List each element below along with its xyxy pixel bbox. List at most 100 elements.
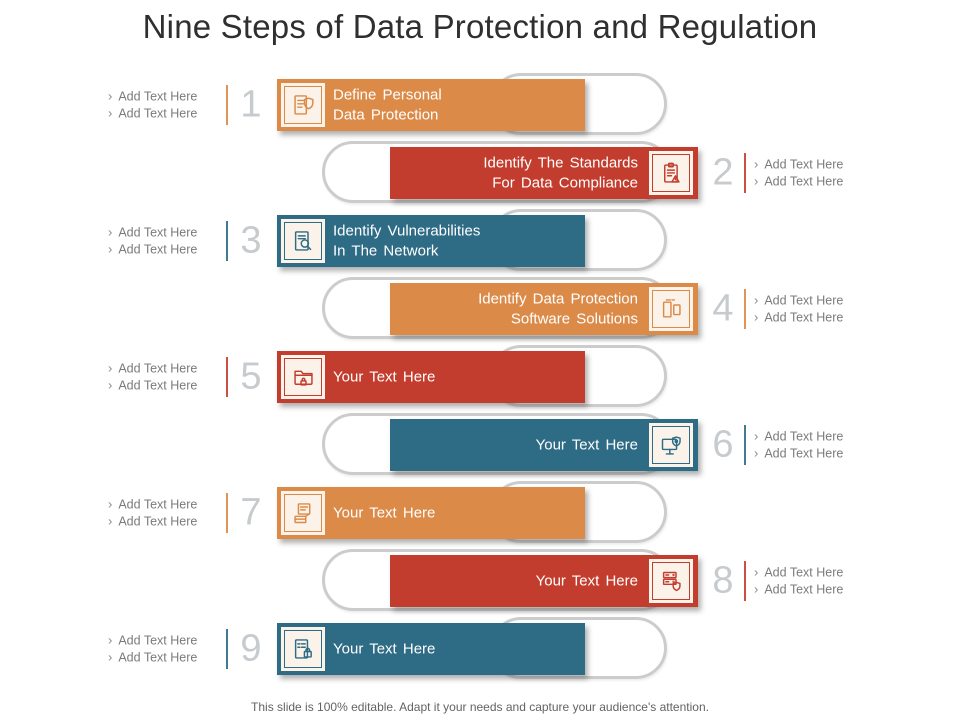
number-divider — [226, 493, 228, 533]
add-text-label: Add Text Here — [764, 565, 844, 580]
step-row: Your Text Here 9 ›Add Text Here›Add Text… — [0, 615, 960, 683]
add-text-placeholder[interactable]: ›Add Text Here — [108, 105, 197, 122]
monitor-shield-icon — [652, 426, 690, 464]
add-text-label: Add Text Here — [764, 157, 844, 172]
footer-note: This slide is 100% editable. Adapt it yo… — [251, 700, 709, 714]
step-number: 7 — [240, 491, 262, 534]
add-text-placeholder[interactable]: ›Add Text Here — [754, 173, 843, 190]
add-text-label: Add Text Here — [764, 429, 844, 444]
add-text-placeholder[interactable]: ›Add Text Here — [108, 89, 197, 106]
add-text-placeholder[interactable]: › Add Text Here — [754, 309, 843, 326]
icon-box — [649, 559, 693, 603]
chevron-bullet-icon: › — [754, 445, 759, 460]
side-note: ›Add Text Here›Add Text Here — [754, 293, 843, 326]
add-text-placeholder[interactable]: ›Add Text Here — [754, 157, 843, 174]
step-number: 3 — [240, 219, 262, 262]
step-bar[interactable]: Your Text Here — [390, 555, 698, 607]
number-divider — [744, 289, 746, 329]
add-text-label: Add Text Here — [764, 293, 844, 308]
add-text-placeholder[interactable]: › Add Text Here — [108, 497, 197, 514]
add-text-label: Add Text Here — [764, 582, 844, 596]
side-note: ›Add Text Here›Add Text Here — [754, 157, 843, 190]
step-bar[interactable]: Your Text Here — [390, 419, 698, 471]
icon-box — [281, 83, 325, 127]
chevron-bullet-icon: › — [108, 360, 113, 376]
side-note: ›Add Text Here›Add Text Here — [754, 565, 843, 598]
chevron-bullet-icon: › — [754, 309, 759, 324]
step-bar[interactable]: Your Text Here — [277, 623, 585, 675]
bar-label-line: Software Solutions — [510, 310, 638, 327]
chevron-bullet-icon: › — [108, 649, 113, 664]
bar-label-line: In The Network — [333, 242, 439, 259]
side-note: ›Add Text Here›Add Text Here — [754, 429, 843, 462]
add-text-placeholder[interactable]: ›Add Text Here — [754, 565, 843, 582]
add-text-label: Add Text Here — [118, 650, 198, 664]
add-text-placeholder[interactable]: ›Add Text Here — [754, 445, 843, 462]
bar-label: Your Text Here — [536, 571, 638, 591]
add-text-placeholder[interactable]: › Add Text Here — [754, 429, 843, 446]
icon-box — [281, 355, 325, 399]
chevron-bullet-icon: › — [108, 496, 113, 512]
add-text-label: Add Text Here — [118, 497, 198, 512]
software-windows-icon — [652, 290, 690, 328]
bar-label-line: Identify The Standards — [483, 154, 638, 172]
add-text-label: Add Text Here — [118, 361, 198, 376]
step-row: Your Text Here 5 ›Add Text Here›Add Text… — [0, 343, 960, 411]
bar-label: Your Text Here — [333, 639, 435, 659]
bar-label-line: Your Text Here — [333, 640, 436, 658]
number-divider — [744, 153, 746, 193]
step-bar[interactable]: Your Text Here — [277, 487, 585, 539]
chevron-bullet-icon: › — [108, 241, 113, 256]
bar-label-line: Identify Data Protection — [478, 290, 638, 308]
bar-label-line: Define Personal — [333, 86, 442, 104]
add-text-label: Add Text Here — [118, 378, 198, 392]
clipboard-warning-icon — [652, 154, 690, 192]
number-divider — [226, 85, 228, 125]
icon-box — [281, 491, 325, 535]
chevron-bullet-icon: › — [108, 88, 113, 104]
bar-label-line: Your Text Here — [535, 572, 638, 590]
add-text-placeholder[interactable]: ›Add Text Here — [754, 293, 843, 310]
bar-label: Your Text Here — [333, 367, 435, 387]
add-text-label: Add Text Here — [764, 310, 844, 324]
add-text-label: Add Text Here — [118, 106, 198, 120]
icon-box — [281, 219, 325, 263]
add-text-placeholder[interactable]: › Add Text Here — [108, 361, 197, 378]
add-text-placeholder[interactable]: ›Add Text Here — [108, 633, 197, 650]
add-text-placeholder[interactable]: ›Add Text Here — [108, 241, 197, 258]
add-text-placeholder[interactable]: ›Add Text Here — [754, 581, 843, 598]
number-divider — [226, 357, 228, 397]
chevron-bullet-icon: › — [108, 224, 113, 240]
document-search-icon — [284, 222, 322, 260]
checklist-lock-icon — [284, 630, 322, 668]
chevron-bullet-icon: › — [108, 632, 113, 648]
icon-box — [649, 423, 693, 467]
chevron-bullet-icon: › — [754, 428, 759, 444]
step-row: Your Text Here 6 ›Add Text Here›Add Text… — [0, 411, 960, 479]
icon-box — [649, 287, 693, 331]
bar-label-line: Your Text Here — [535, 436, 638, 454]
step-number: 8 — [712, 559, 734, 602]
step-bar[interactable]: Your Text Here — [277, 351, 585, 403]
add-text-label: Add Text Here — [764, 174, 844, 188]
step-number: 5 — [240, 355, 262, 398]
number-divider — [226, 221, 228, 261]
document-tray-icon — [284, 494, 322, 532]
add-text-label: Add Text Here — [118, 514, 198, 528]
add-text-placeholder[interactable]: ›Add Text Here — [108, 377, 197, 394]
bar-label-line: Your Text Here — [333, 504, 436, 522]
step-number: 4 — [712, 287, 734, 330]
number-divider — [226, 629, 228, 669]
add-text-placeholder[interactable]: ›Add Text Here — [108, 513, 197, 530]
add-text-placeholder[interactable]: › Add Text Here — [108, 649, 197, 666]
add-text-placeholder[interactable]: ›Add Text Here — [108, 225, 197, 242]
